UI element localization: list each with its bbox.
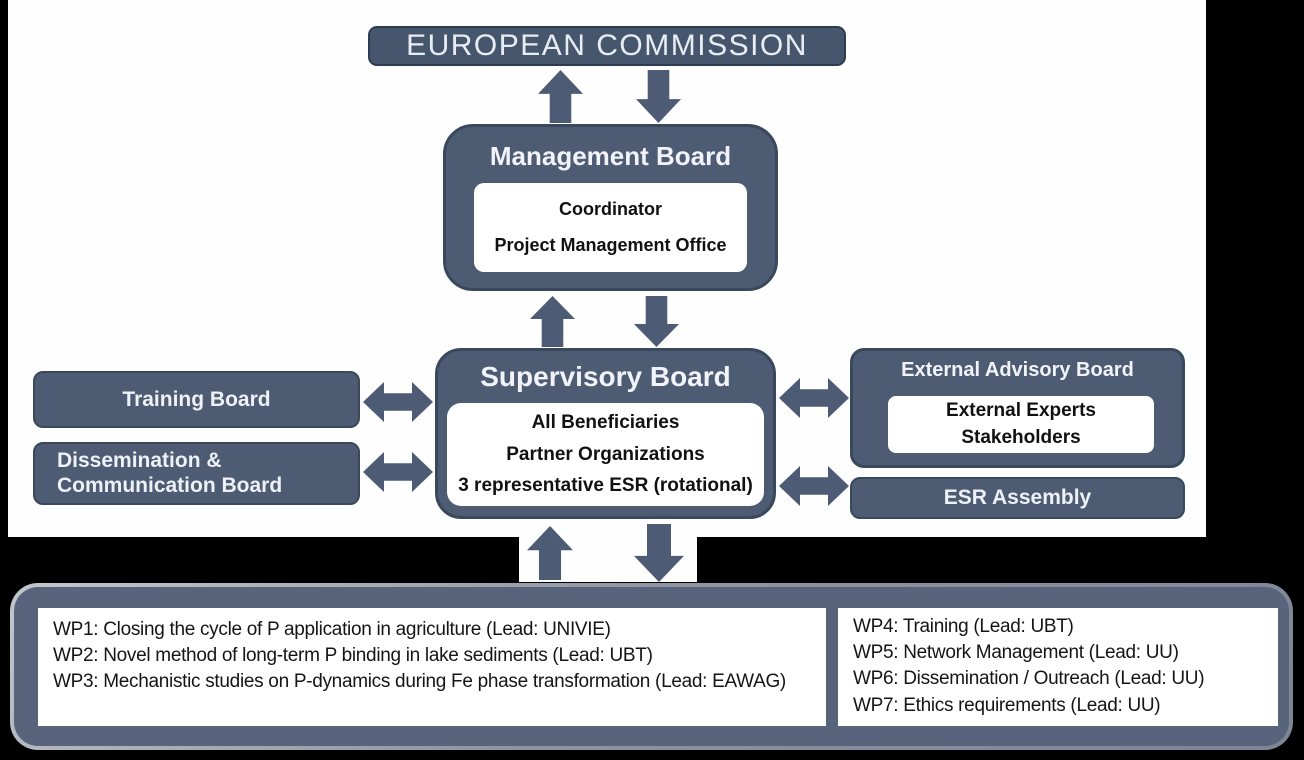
esr-assembly-box: ESR Assembly (850, 477, 1185, 519)
management-board-member: Project Management Office (494, 235, 727, 256)
management-board-members-box: Coordinator Project Management Office (474, 183, 747, 272)
management-board-title: Management Board (489, 141, 732, 171)
external-advisory-board-title: External Advisory Board (901, 359, 1134, 381)
supervisory-board-member: 3 representative ESR (rotational) (458, 474, 753, 496)
management-board-member: Coordinator (559, 198, 662, 219)
esr-assembly-label: ESR Assembly (943, 486, 1092, 509)
european-commission-label: EUROPEAN COMMISSION (406, 29, 808, 62)
work-packages-container: WP1: Closing the cycle of P application … (10, 583, 1293, 750)
work-packages-right-box: WP4: Training (Lead: UBT) WP5: Network M… (838, 608, 1278, 726)
wp-item: WP2: Novel method of long-term P binding… (53, 645, 653, 667)
supervisory-board-title: Supervisory Board (480, 361, 731, 392)
supervisory-board-member: Partner Organizations (506, 443, 705, 465)
training-board-label: Training Board (122, 387, 271, 411)
dissemination-board-label: Dissemination & Communication Board (57, 449, 283, 497)
work-packages-left-box: WP1: Closing the cycle of P application … (38, 608, 826, 726)
supervisory-board-box: Supervisory Board All Beneficiaries Part… (435, 348, 776, 519)
external-advisory-member: Stakeholders (961, 426, 1081, 448)
wp-item: WP4: Training (Lead: UBT) (853, 616, 1074, 637)
european-commission-box: EUROPEAN COMMISSION (368, 26, 846, 66)
wp-item: WP1: Closing the cycle of P application … (53, 619, 611, 640)
external-advisory-member: External Experts (946, 400, 1096, 422)
dissemination-board-box: Dissemination & Communication Board (33, 442, 360, 505)
wp-item: WP5: Network Management (Lead: UU) (853, 642, 1179, 664)
training-board-box: Training Board (33, 371, 360, 428)
wp-item: WP6: Dissemination / Outreach (Lead: UU) (853, 668, 1205, 690)
wp-item: WP7: Ethics requirements (Lead: UU) (853, 694, 1161, 716)
management-board-box: Management Board Coordinator Project Man… (443, 124, 778, 291)
work-packages-inner: WP1: Closing the cycle of P application … (14, 587, 1289, 746)
supervisory-board-members-box: All Beneficiaries Partner Organizations … (447, 403, 764, 506)
wp-item: WP3: Mechanistic studies on P-dynamics d… (53, 671, 786, 693)
external-advisory-board-box: External Advisory Board External Experts… (850, 348, 1185, 468)
external-advisory-members-box: External Experts Stakeholders (888, 396, 1154, 453)
supervisory-board-member: All Beneficiaries (531, 412, 680, 434)
